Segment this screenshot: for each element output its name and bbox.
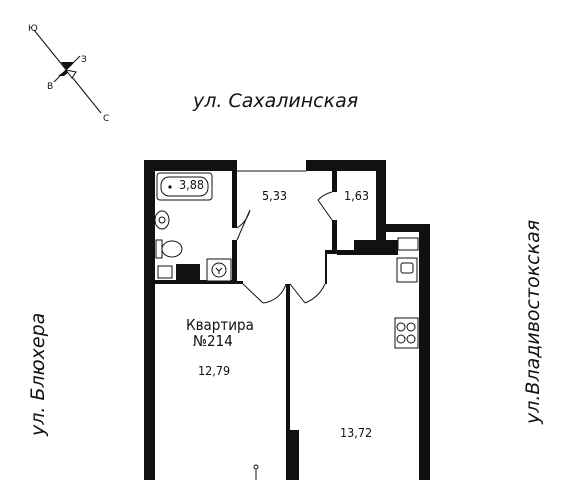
toilet-tank bbox=[155, 239, 163, 259]
kitchen-fixtures bbox=[394, 237, 419, 349]
compass-needle-tail bbox=[58, 70, 69, 76]
kitchen-area-label: 13,72 bbox=[340, 425, 372, 440]
compass-east-letter: В bbox=[47, 82, 53, 92]
living-room-details bbox=[253, 464, 259, 480]
wall-step bbox=[376, 224, 430, 232]
wall-bath-bottom bbox=[155, 280, 237, 284]
doors bbox=[235, 170, 333, 304]
wall-hall-storage-lower bbox=[332, 220, 337, 254]
compass-north-letter: С bbox=[103, 114, 109, 124]
washing-machine-drum bbox=[211, 262, 227, 278]
wall-bath-hall-lower bbox=[232, 240, 237, 284]
stove-burner-4 bbox=[406, 334, 416, 344]
bathroom-cabinet bbox=[176, 264, 200, 280]
living-room-area-label: 12,79 bbox=[198, 363, 230, 378]
wall-hall-bottom-right bbox=[325, 250, 337, 254]
compass-needle-outline bbox=[64, 69, 77, 79]
sink-drain bbox=[158, 216, 166, 224]
living-room-door bbox=[242, 283, 287, 304]
stove bbox=[394, 317, 419, 349]
bathroom-area-label: 3,88 bbox=[179, 177, 204, 192]
lamp-point bbox=[253, 464, 259, 470]
wall-right-kitchen bbox=[419, 224, 430, 480]
bathroom-shelf bbox=[157, 265, 173, 279]
wall-living-kitchen-pier bbox=[286, 430, 299, 480]
bathroom-door bbox=[236, 209, 251, 241]
wall-storage-bottom-block bbox=[354, 240, 398, 255]
storage-area-label: 1,63 bbox=[344, 188, 369, 203]
wall-right-upper bbox=[376, 160, 386, 240]
wall-hall-right-thin bbox=[325, 254, 327, 284]
compass-south-letter: Ю bbox=[28, 24, 38, 34]
compass-rose: Ю С В З bbox=[28, 24, 109, 124]
apartment-number: №214 bbox=[193, 332, 233, 350]
stove-burner-2 bbox=[406, 322, 416, 332]
street-north-label: ул. Сахалинская bbox=[192, 90, 358, 112]
kitchen-sink-bowl bbox=[400, 262, 414, 274]
wall-hall-storage bbox=[332, 160, 337, 192]
stove-burner-3 bbox=[396, 334, 406, 344]
bathtub-drain bbox=[168, 185, 172, 189]
walls bbox=[144, 160, 430, 480]
hall-area-label: 5,33 bbox=[262, 188, 287, 203]
wall-top-right bbox=[306, 160, 386, 171]
stove-burner-1 bbox=[396, 322, 406, 332]
compass-needle bbox=[61, 62, 74, 70]
washing-machine-mark bbox=[215, 267, 223, 274]
bathroom-fixtures bbox=[154, 172, 232, 282]
wall-hall-bottom-left bbox=[237, 281, 243, 284]
wall-living-kitchen bbox=[286, 284, 290, 480]
compass-west-letter: З bbox=[81, 55, 87, 65]
storage-door bbox=[317, 191, 333, 221]
street-west-label: ул. Блюхера bbox=[27, 313, 49, 437]
bathtub-inner bbox=[160, 176, 209, 197]
wall-left bbox=[144, 160, 155, 480]
kitchen-upper-unit bbox=[397, 237, 419, 251]
wall-bath-hall bbox=[232, 160, 237, 228]
wall-top-left bbox=[144, 160, 235, 171]
kitchen-door bbox=[289, 283, 326, 304]
apartment-label: Квартира bbox=[186, 316, 254, 334]
toilet-bowl bbox=[161, 240, 183, 258]
street-east-label: ул.Владивостокская bbox=[522, 220, 544, 425]
